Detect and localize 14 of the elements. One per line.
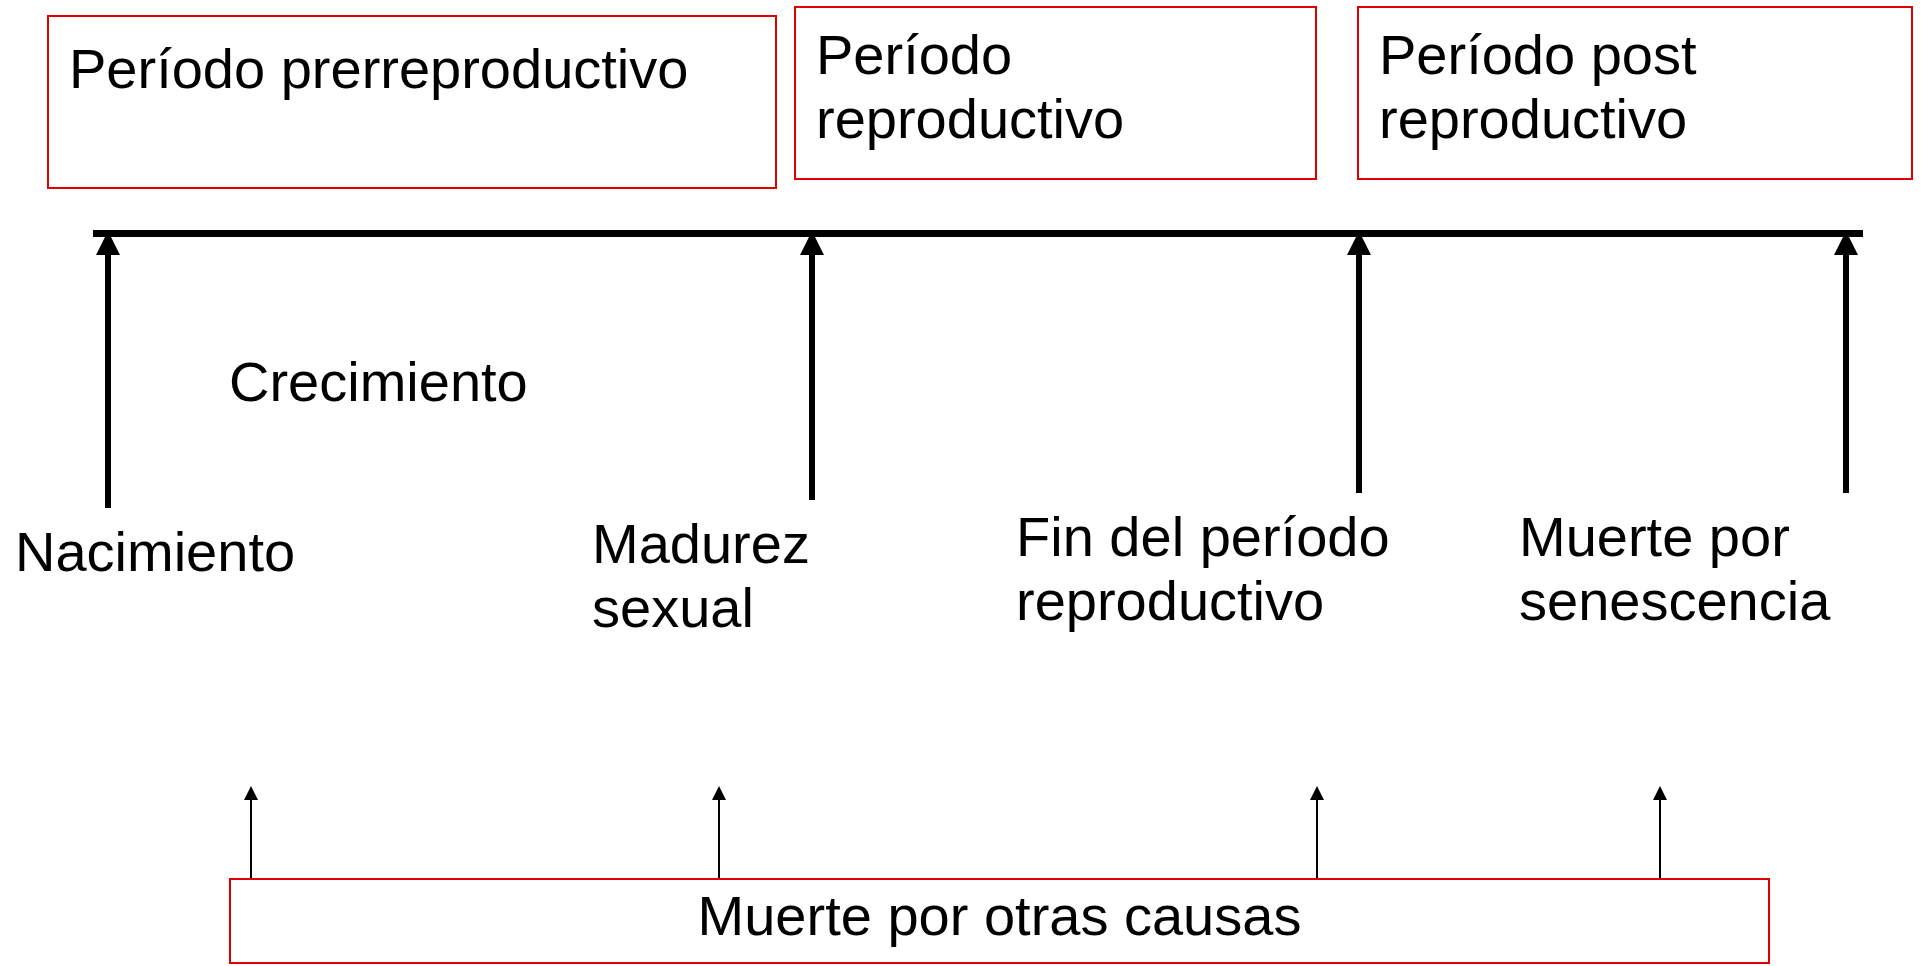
period-box: Período post reproductivo <box>1357 6 1913 180</box>
arrow <box>1653 786 1667 879</box>
event-label: Nacimiento <box>15 520 355 584</box>
arrow <box>1310 786 1324 879</box>
period-box: Período prerreproductivo <box>47 15 777 189</box>
arrow <box>712 786 726 879</box>
event-label: Muerte por senescencia <box>1519 505 1899 633</box>
period-box: Período reproductivo <box>794 6 1317 180</box>
stage-label: Crecimiento <box>229 350 528 414</box>
event-label: Fin del período reproductivo <box>1016 505 1466 633</box>
cause-box: Muerte por otras causas <box>229 878 1770 964</box>
event-label: Madurez sexual <box>592 512 872 640</box>
arrow <box>244 786 258 879</box>
timeline-bar <box>93 230 1863 237</box>
